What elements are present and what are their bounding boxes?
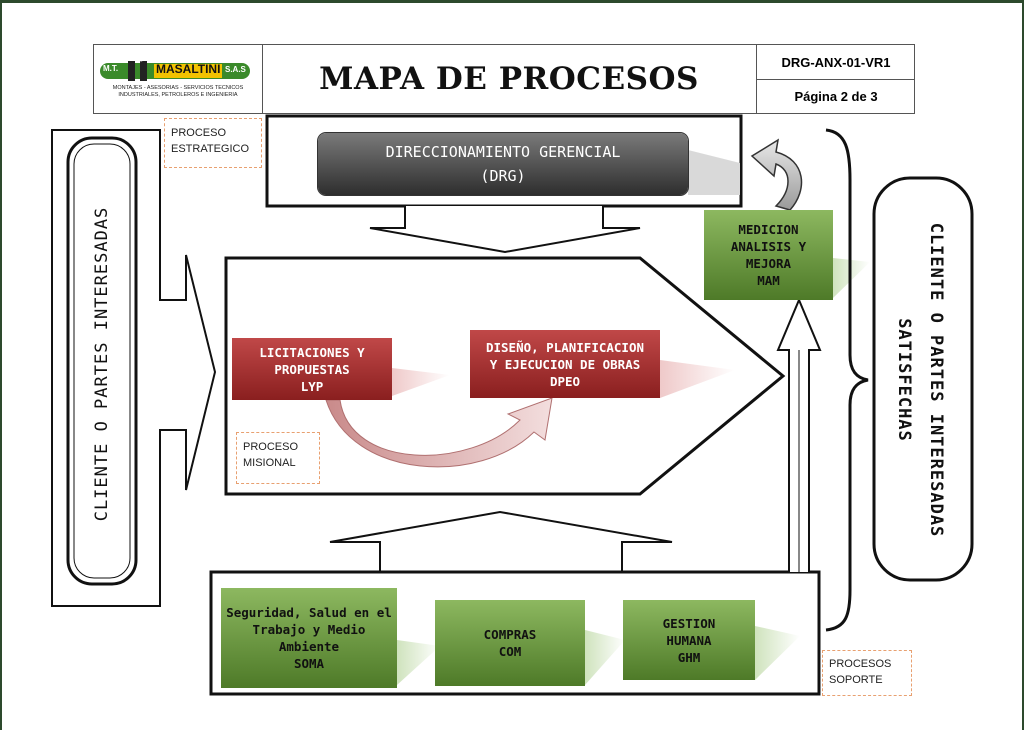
logo-pipe-icon [100,61,250,81]
left-pill [66,136,138,586]
com-process-box[interactable]: COMPRAS COM [435,600,585,686]
logo-tagline-line1: MONTAJES - ASESORIAS - SERVICIOS TECNICO… [112,85,244,91]
ghm-process-box[interactable]: GESTION HUMANA GHM [623,600,755,680]
drg-code: (DRG) [480,167,526,185]
document-header: M.T. MASALTINI S.A.S MONTAJES - ASESORIA… [93,44,915,114]
missional-process-tag: PROCESO MISIONAL [236,432,320,484]
lyp-process-box[interactable]: LICITACIONES Y PROPUESTAS LYP [232,338,392,400]
support-process-tag: PROCESOS SOPORTE [822,650,912,696]
missional-flow-arrow [325,397,553,468]
logo-tagline: MONTAJES - ASESORIAS - SERVICIOS TECNICO… [94,85,262,99]
support-up-arrow [329,510,673,572]
satisfied-parties-line1: CLIENTE O PARTES INTERESADAS [926,222,946,538]
satisfied-parties-line2: SATISFECHAS [894,318,914,442]
company-logo: M.T. MASALTINI S.A.S MONTAJES - ASESORIA… [94,45,263,113]
logo-tagline-line2: INDUSTRIALES, PETROLEROS E INGENIERIA [118,92,238,98]
satisfied-parties-label: CLIENTE O PARTES INTERESADAS SATISFECHAS [888,223,952,538]
strategic-down-arrow [369,206,641,254]
output-brace [825,128,869,632]
logo-name: MASALTINI [156,62,221,76]
page-title: MAPA DE PROCESOS [319,61,699,97]
document-code: DRG-ANX-01-VR1 [756,45,915,80]
soma-process-box[interactable]: Seguridad, Salud en el Trabajo y Medio A… [221,588,397,688]
feedback-curved-arrow [750,138,803,211]
dpeo-process-box[interactable]: DISEÑO, PLANIFICACION Y EJECUCION DE OBR… [470,330,660,398]
logo-initials: M.T. [103,64,119,73]
page-number: Página 2 de 3 [756,79,915,113]
mam-process-box[interactable]: MEDICION ANALISIS Y MEJORA MAM [704,210,833,300]
strategic-process-tag: PROCESO ESTRATEGICO [164,118,262,168]
right-pill [872,176,974,582]
interested-parties-label: CLIENTE O PARTES INTERESADAS [92,206,112,522]
drg-process-box[interactable]: DIRECCIONAMIENTO GERENCIAL (DRG) [318,133,688,195]
logo-suffix: S.A.S [225,65,246,74]
drg-title: DIRECCIONAMIENTO GERENCIAL [385,143,621,161]
